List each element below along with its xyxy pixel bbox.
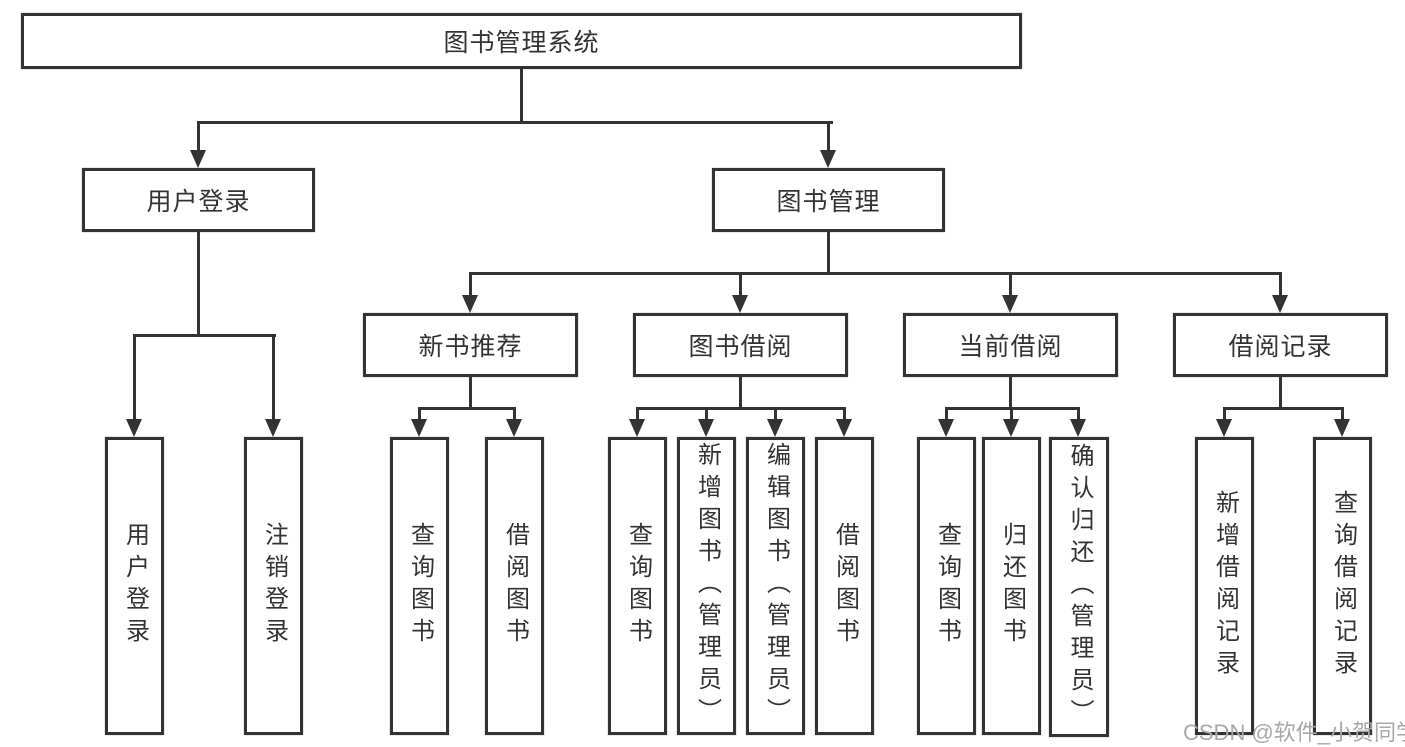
arrowhead-icon — [411, 419, 427, 437]
connector-line — [1010, 407, 1013, 421]
leaf-add-books-admin: 新增图书（管理员） — [677, 437, 736, 735]
connector-line — [774, 407, 777, 421]
leaf-label: 确认归还（管理员） — [1066, 443, 1093, 731]
leaf-borrow-books-recommend: 借阅图书 — [485, 437, 544, 735]
leaf-label: 查询图书 — [406, 522, 434, 650]
connector-line — [197, 231, 200, 337]
leaf-query-books-recommend: 查询图书 — [390, 437, 449, 735]
connector-line — [1279, 272, 1282, 297]
connector-line — [843, 407, 846, 421]
connector-line — [827, 121, 830, 152]
leaf-borrow-books-borrowing: 借阅图书 — [815, 437, 874, 735]
leaf-query-borrow-record: 查询借阅记录 — [1313, 437, 1372, 735]
connector-line — [418, 407, 421, 421]
connector-line — [945, 407, 948, 421]
arrowhead-icon — [1003, 419, 1019, 437]
connector-line — [418, 407, 516, 410]
connector-line — [1223, 407, 1344, 410]
leaf-add-borrow-record: 新增借阅记录 — [1195, 437, 1254, 735]
leaf-label: 注销登录 — [260, 522, 288, 650]
leaf-confirm-return-admin: 确认归还（管理员） — [1049, 437, 1109, 737]
leaf-return-books: 归还图书 — [982, 437, 1041, 735]
watermark: CSDN @软件_小贺同学 — [1183, 720, 1405, 745]
connector-line — [469, 376, 472, 410]
leaf-label: 借阅图书 — [501, 522, 529, 650]
arrowhead-icon — [462, 295, 478, 313]
connector-line — [739, 272, 742, 297]
leaf-user-login: 用户登录 — [105, 437, 164, 735]
connector-line — [1341, 407, 1344, 421]
connector-line — [469, 272, 1282, 275]
arrowhead-icon — [1216, 419, 1232, 437]
node-user-login: 用户登录 — [82, 168, 315, 232]
leaf-label: 查询借阅记录 — [1329, 490, 1357, 682]
connector-line — [469, 272, 472, 297]
arrowhead-icon — [732, 295, 748, 313]
arrowhead-icon — [767, 419, 783, 437]
connector-line — [133, 334, 136, 421]
connector-line — [520, 68, 523, 124]
leaf-label: 用户登录 — [121, 522, 149, 650]
arrowhead-icon — [265, 419, 281, 437]
leaf-label: 查询图书 — [624, 522, 652, 650]
connector-line — [1009, 272, 1012, 297]
node-book-borrowing: 图书借阅 — [633, 313, 848, 377]
leaf-edit-books-admin: 编辑图书（管理员） — [746, 437, 805, 735]
connector-line — [197, 121, 833, 124]
node-new-book-recommendation: 新书推荐 — [363, 313, 578, 377]
arrowhead-icon — [1070, 419, 1086, 437]
leaf-query-books-borrowing: 查询图书 — [608, 437, 667, 735]
connector-line — [133, 334, 276, 337]
arrowhead-icon — [698, 419, 714, 437]
node-current-borrowing: 当前借阅 — [903, 313, 1118, 377]
connector-line — [636, 407, 639, 421]
leaf-label: 归还图书 — [998, 522, 1026, 650]
connector-line — [197, 121, 200, 152]
arrowhead-icon — [629, 419, 645, 437]
leaf-label: 新增图书（管理员） — [693, 442, 721, 730]
leaf-label: 编辑图书（管理员） — [762, 442, 790, 730]
arrowhead-icon — [938, 419, 954, 437]
connector-line — [1009, 376, 1012, 410]
connector-line — [1279, 376, 1282, 410]
connector-line — [827, 231, 830, 275]
connector-line — [272, 334, 275, 421]
arrowhead-icon — [1272, 295, 1288, 313]
leaf-logout: 注销登录 — [244, 437, 303, 735]
arrowhead-icon — [1002, 295, 1018, 313]
arrowhead-icon — [506, 419, 522, 437]
arrowhead-icon — [1334, 419, 1350, 437]
leaf-label: 新增借阅记录 — [1211, 490, 1239, 682]
arrowhead-icon — [820, 150, 836, 168]
connector-line — [705, 407, 708, 421]
arrowhead-icon — [190, 150, 206, 168]
connector-line — [1077, 407, 1080, 421]
leaf-label: 借阅图书 — [831, 522, 859, 650]
connector-line — [739, 376, 742, 410]
arrowhead-icon — [126, 419, 142, 437]
node-book-management: 图书管理 — [712, 168, 945, 232]
leaf-label: 查询图书 — [933, 522, 961, 650]
connector-line — [636, 407, 846, 410]
connector-line — [1223, 407, 1226, 421]
connector-line — [513, 407, 516, 421]
node-borrowing-records: 借阅记录 — [1173, 313, 1388, 377]
arrowhead-icon — [836, 419, 852, 437]
leaf-query-books-current: 查询图书 — [917, 437, 976, 735]
node-library-management-system: 图书管理系统 — [21, 13, 1022, 69]
